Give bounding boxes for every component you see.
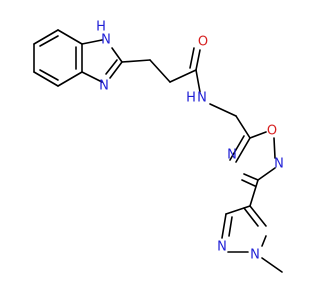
atom-label-n-benzimidazole: N <box>99 79 109 94</box>
atom-label-o-carbonyl: O <box>198 35 208 50</box>
atom-labels: H N N O N H N O N N N <box>96 20 284 263</box>
molecule-canvas: H N N O N H N O N N N <box>33 19 284 273</box>
atom-label-n-benzimidazole-nh: N <box>101 33 111 48</box>
atom-label-n-amide: N <box>197 91 207 106</box>
atom-label-n-pyrazole-1: N <box>250 248 260 263</box>
atom-label-n-oxadiazole-2: N <box>274 157 284 172</box>
atom-label-n-pyrazole-2: N <box>217 240 227 255</box>
atom-label-h-amide: H <box>186 91 196 106</box>
molecule-structure: H N N O N H N O N N N <box>33 20 284 273</box>
atom-label-h-benzimidazole: H <box>96 20 106 35</box>
bonds <box>33 29 283 273</box>
atom-label-o-oxadiazole: O <box>267 124 277 139</box>
atom-label-n-oxadiazole-4: N <box>227 148 237 163</box>
